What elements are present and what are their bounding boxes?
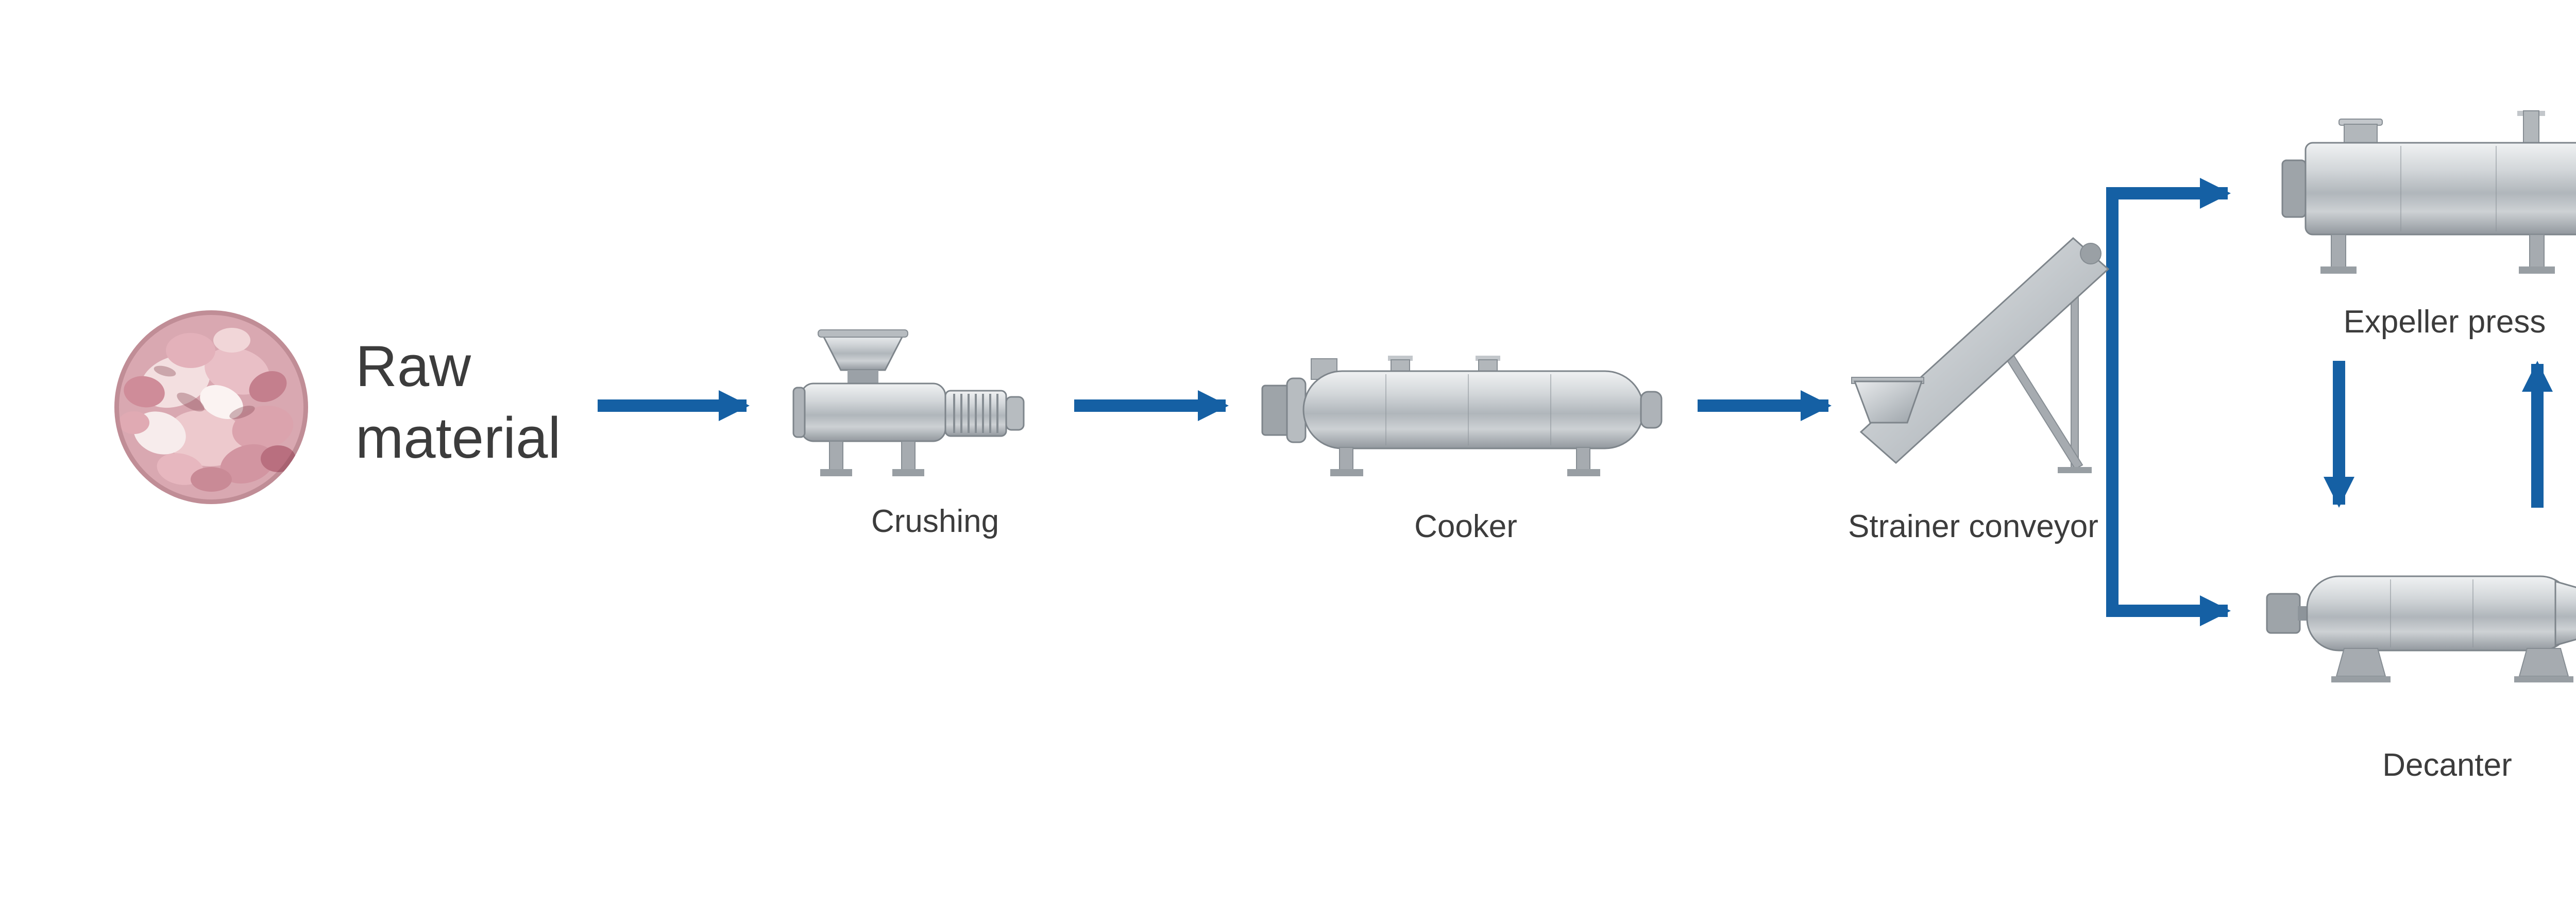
strainer-conveyor-icon — [1851, 237, 2110, 473]
arrow-strainer-to-decanter — [2106, 227, 2231, 626]
decanter-icon — [2266, 575, 2576, 682]
crushing-machine-icon — [792, 329, 1025, 476]
cooker-label: Cooker — [1414, 509, 1517, 544]
raw-material-label: Raw material — [355, 334, 561, 470]
cooker-machine-icon — [1261, 356, 1663, 476]
decanter-label: Decanter — [2382, 747, 2512, 783]
expeller-press-icon — [2281, 110, 2576, 274]
crushing-label: Crushing — [871, 504, 999, 539]
raw-material-photo-icon — [114, 310, 308, 504]
strainer-conveyor-label: Strainer conveyor — [1848, 509, 2098, 544]
expeller-press-label: Expeller press — [2343, 304, 2546, 340]
